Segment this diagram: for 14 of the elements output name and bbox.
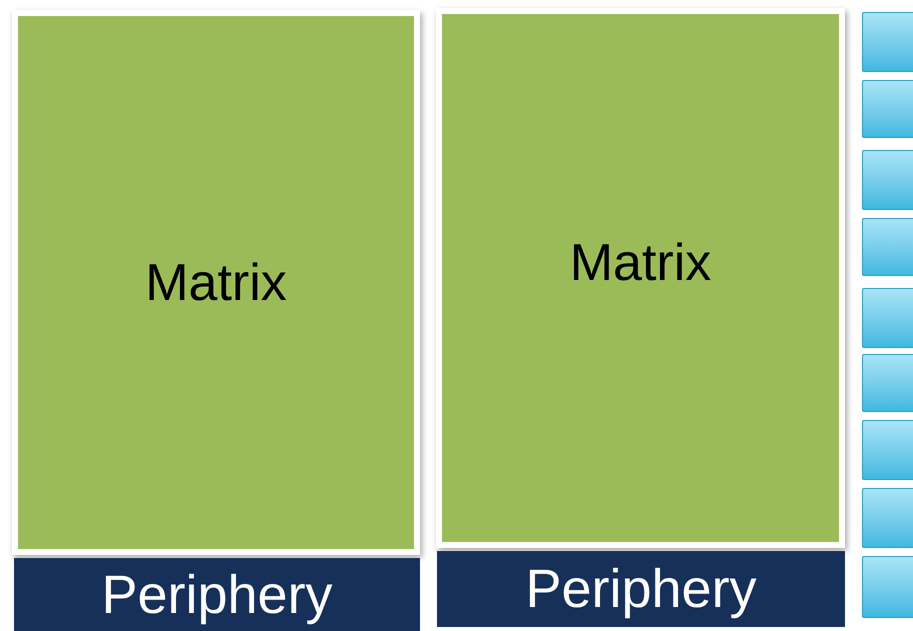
- matrix-label: Matrix: [145, 256, 287, 308]
- cell-block: [862, 488, 913, 548]
- cell-block: [862, 80, 913, 138]
- cell-block: [862, 288, 913, 348]
- cell-block: [862, 420, 913, 480]
- cell-block: [862, 354, 913, 412]
- periphery-bar: [437, 551, 845, 627]
- periphery-label: Periphery: [525, 562, 757, 616]
- cell-block: [862, 12, 913, 72]
- cell-block: [862, 556, 913, 618]
- matrix-label: Matrix: [570, 237, 712, 289]
- cell-block: [862, 218, 913, 276]
- cell-block: [862, 150, 913, 210]
- periphery-bar: [14, 558, 420, 631]
